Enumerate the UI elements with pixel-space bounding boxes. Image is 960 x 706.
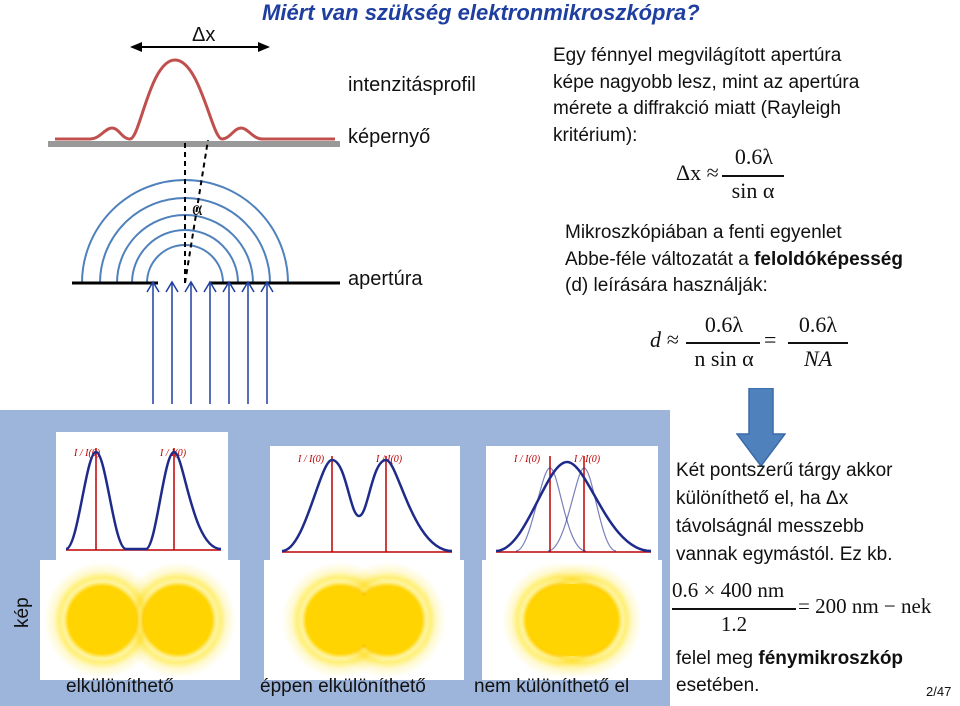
image-resolvable [40, 560, 240, 680]
intensity-profile-label: intenzitásprofil [348, 74, 476, 96]
para1-line: képe nagyobb lesz, mint az apertúra [553, 71, 860, 93]
alpha-label: α [192, 198, 203, 220]
formula3-num: 0.6 × 400 nm [672, 578, 785, 602]
intensity-profile-curve [55, 58, 335, 141]
aperture-label: apertúra [348, 268, 423, 290]
formula2-lhs: d ≈ [650, 327, 679, 352]
formula2-num1: 0.6λ [704, 312, 744, 337]
profile-plot-resolvable: I / I(0) I / I(0) [56, 432, 228, 560]
formula3-fraction-bar [672, 608, 796, 610]
profile-plot-barely: I / I(0) I / I(0) [270, 446, 460, 560]
formula2-fraction-bar1 [686, 342, 760, 344]
para2-line2: Abbe-féle változatát a [565, 248, 755, 270]
angle-lines [184, 139, 209, 284]
formula1-num: 0.6λ [734, 144, 774, 169]
conclusion-line: távolságnál messzebb [676, 516, 864, 537]
final-line1: felel meg [676, 648, 759, 669]
para1-line: kritérium): [553, 124, 638, 146]
resolution-term: feloldóképesség [754, 248, 903, 270]
formula1-fraction-bar [722, 175, 784, 177]
caption-unresolvable: nem különíthető el [474, 676, 630, 697]
formula1-den: sin α [731, 178, 775, 203]
conclusion-line: vannak egymástól. Ez kb. [676, 544, 893, 565]
formula3-rhs: = 200 nm − nek [798, 594, 932, 618]
formula2-den2: NA [803, 346, 833, 371]
light-microscope-term: fénymikroszkóp [758, 648, 904, 669]
abbe-paragraph: Mikroszkópiában a fenti egyenlet Abbe-fé… [565, 220, 903, 300]
final-line2: esetében. [676, 674, 760, 696]
formula2-num2: 0.6λ [798, 312, 838, 337]
screen-label: képernyő [348, 126, 431, 148]
rayleigh-paragraph: Egy fénnyel megvilágított apertúra képe … [553, 43, 859, 149]
formula1-lhs: Δx ≈ [676, 160, 719, 185]
image-unresolvable [482, 560, 662, 680]
caption-resolvable: elkülöníthető [66, 676, 174, 697]
plot-label: I / I(0) [573, 454, 601, 465]
diffraction-diagram [48, 42, 340, 404]
delta-x-label: Δx [192, 24, 216, 46]
plot-label: I / I(0) [375, 454, 403, 465]
conclusion-paragraph: Két pontszerű tárgy akkor különíthető el… [676, 457, 893, 569]
formula2-den1: n sin α [694, 346, 754, 371]
incoming-rays [146, 280, 274, 404]
conclusion-line: különíthető el, ha Δx [676, 488, 849, 509]
page-title: Miért van szükség elektronmikroszkópra? [262, 0, 700, 25]
down-arrow [736, 388, 786, 468]
profile-plot-unresolvable: I / I(0) I / I(0) [486, 446, 658, 560]
para1-line: mérete a diffrakció miatt (Rayleigh [553, 98, 841, 119]
side-label-kep: kép [12, 597, 33, 628]
image-barely-resolvable [264, 560, 464, 680]
page-number: 2/47 [926, 684, 952, 699]
para2-line3: (d) leírására használják: [565, 275, 768, 296]
delta-x-arrow [130, 42, 270, 52]
plot-label: I / I(0) [297, 454, 325, 465]
caption-barely-resolvable: éppen elkülöníthető [260, 676, 426, 697]
formula2-fraction-bar2 [788, 342, 848, 344]
plot-label: I / I(0) [513, 454, 541, 465]
para2-line1: Mikroszkópiában a fenti egyenlet [565, 222, 842, 243]
conclusion-line: Két pontszerű tárgy akkor [676, 460, 893, 481]
formula3-den: 1.2 [720, 612, 748, 636]
formula2-eq: = [764, 327, 777, 352]
wavefront-arcs [81, 179, 289, 284]
screen-bar [48, 141, 340, 147]
final-paragraph: felel meg fénymikroszkóp esetében. [676, 646, 903, 699]
plot-label: I / I(0) [73, 448, 101, 459]
para1-line: Egy fénnyel megvilágított apertúra [553, 45, 842, 66]
